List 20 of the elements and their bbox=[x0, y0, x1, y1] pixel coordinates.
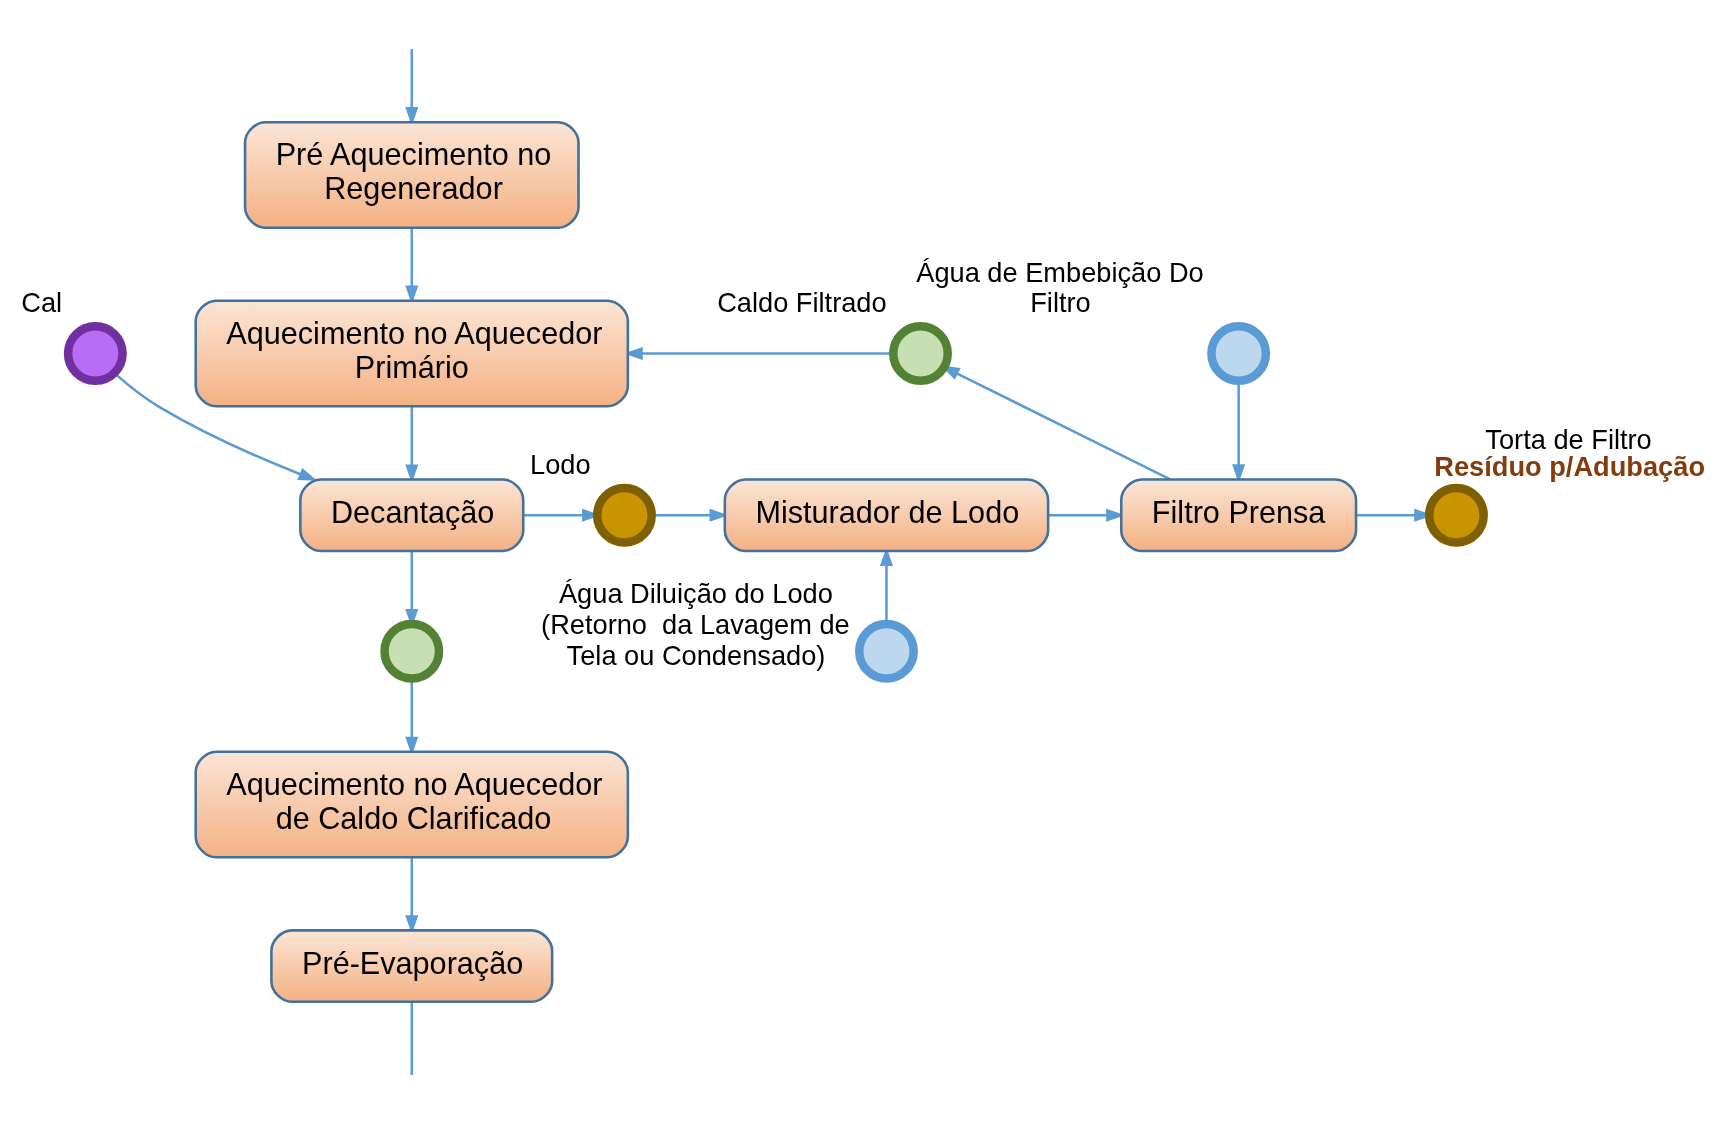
node-circle bbox=[855, 619, 918, 683]
node-label: Água Diluição do Lodo (Retorno da Lavagem de Tela ou Condensado) bbox=[541, 578, 850, 671]
node-box: Decantação bbox=[299, 478, 525, 553]
node-circle bbox=[63, 322, 127, 386]
node-label: Água de Embebição Do Filtro bbox=[916, 256, 1204, 319]
node-circle bbox=[889, 322, 952, 386]
node-box: Pré Aquecimento no Regenerador bbox=[243, 120, 580, 229]
connector bbox=[410, 1002, 414, 1075]
node-circle bbox=[1207, 322, 1271, 386]
node-circle bbox=[592, 483, 656, 547]
node-box: Pré-Evaporação bbox=[270, 929, 554, 1004]
node-circle bbox=[1424, 483, 1488, 547]
node-box: Aquecimento no Aquecedor de Caldo Clarificado bbox=[194, 750, 630, 859]
node-box: Aquecimento no Aquecedor Primário bbox=[194, 299, 630, 408]
node-box: Misturador de Lodo bbox=[723, 478, 1050, 553]
node-label: Caldo Filtrado bbox=[717, 287, 887, 319]
node-label: Cal bbox=[21, 287, 63, 319]
node-box: Filtro Prensa bbox=[1120, 478, 1358, 553]
node-label: Lodo bbox=[530, 449, 591, 481]
node-circle bbox=[380, 619, 444, 683]
